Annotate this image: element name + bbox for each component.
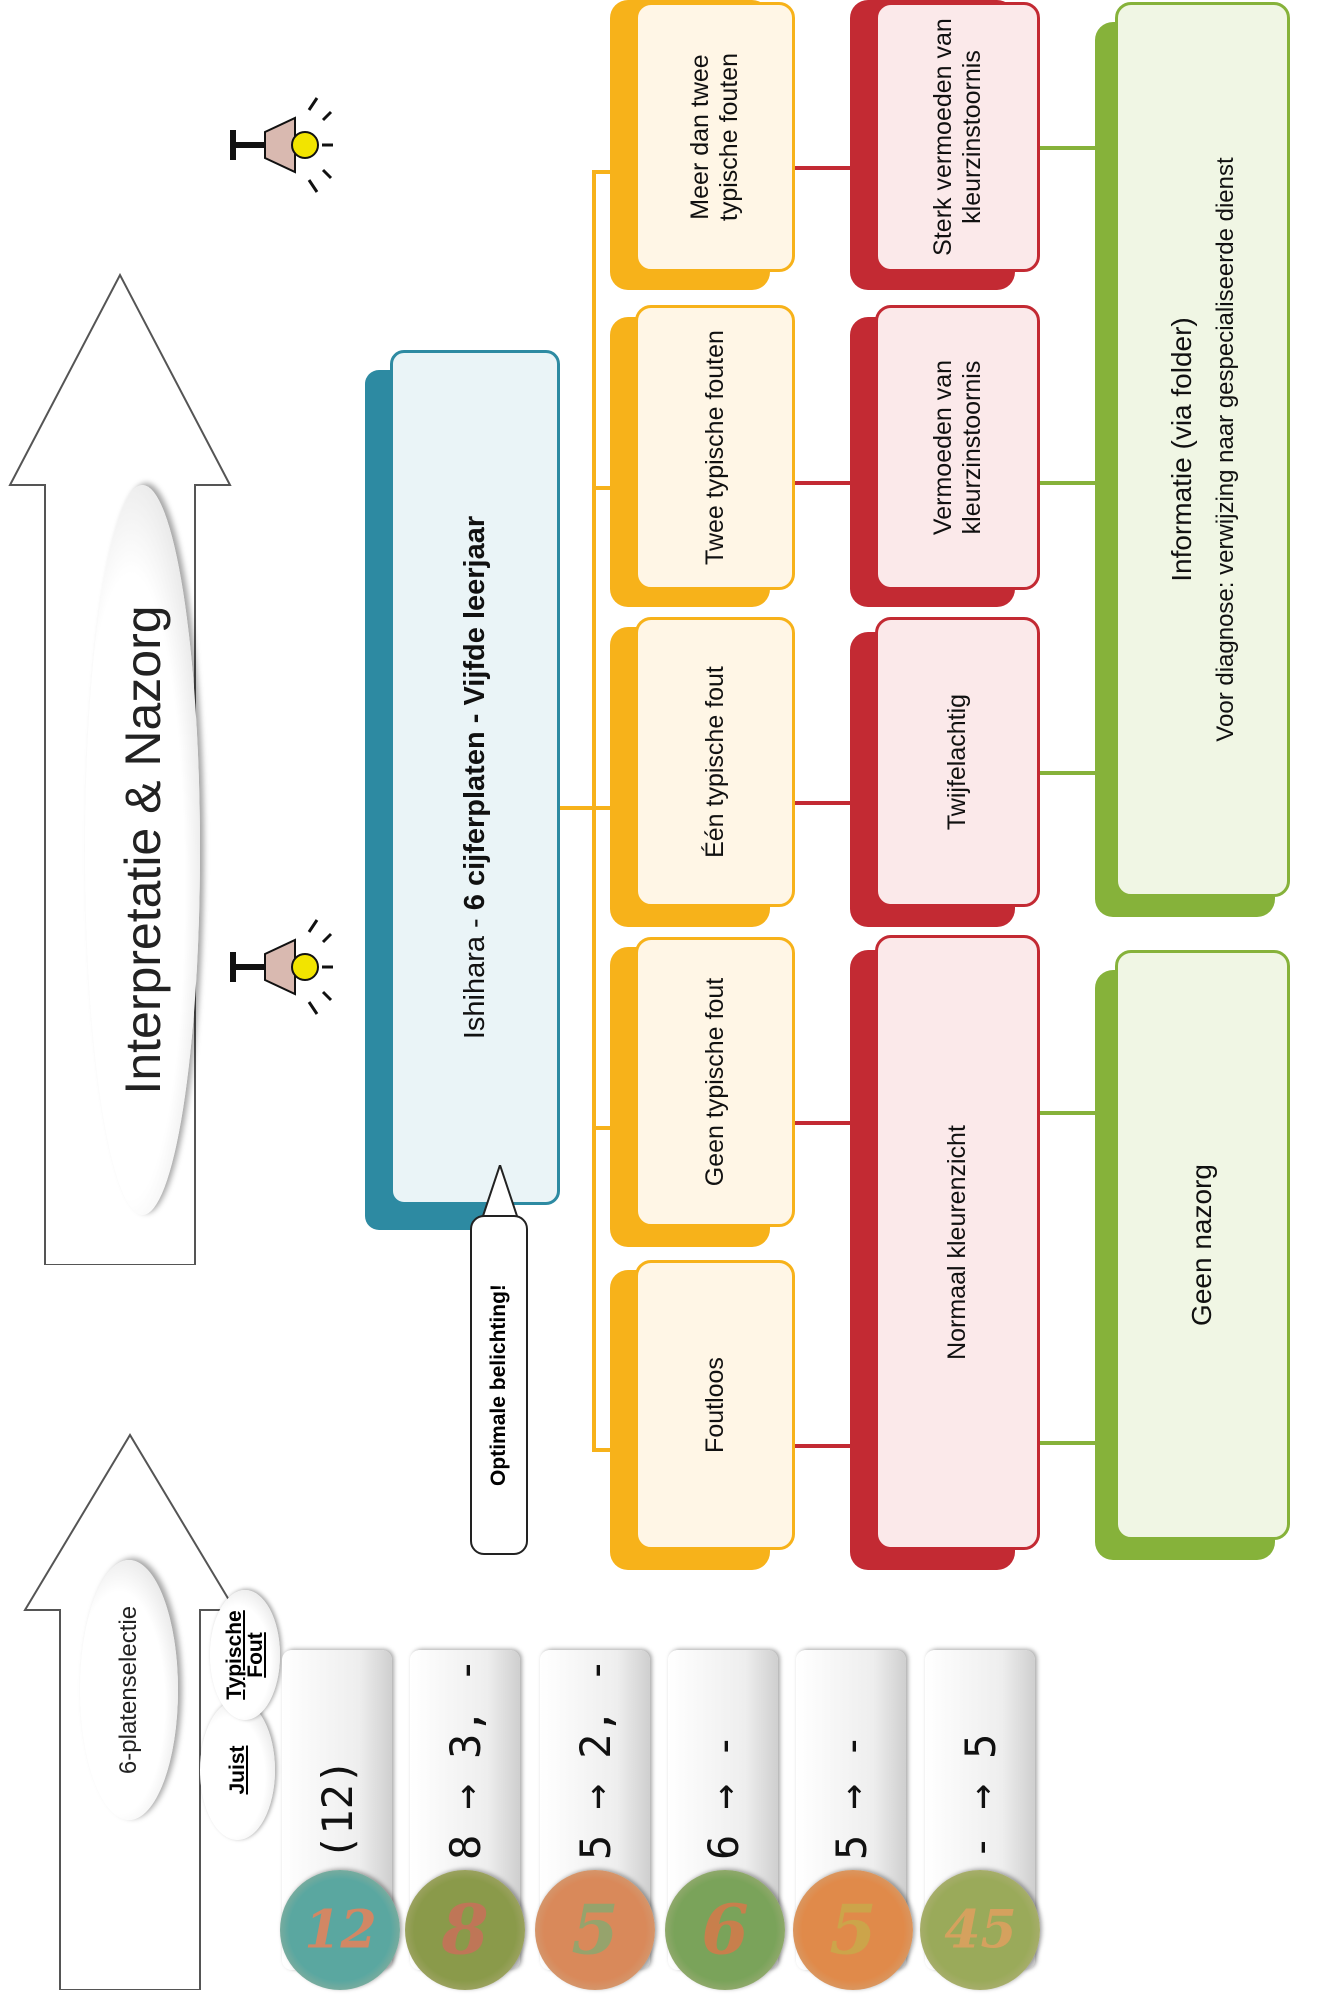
connector — [1040, 1441, 1095, 1445]
header-typical-error-line1: Typische — [223, 1610, 246, 1700]
connector — [1040, 146, 1095, 150]
plate-digit: 5 — [829, 1890, 877, 1971]
ishihara-plate: 5 — [535, 1870, 655, 1990]
connector — [592, 172, 596, 1452]
test-box: Ishihara - 6 cijferplaten - Vijfde leerj… — [390, 350, 560, 1205]
callout-optimal-lighting: Optimale belichting! — [470, 1215, 528, 1555]
connector — [795, 1121, 850, 1125]
header-typical-error-line2: Fout — [244, 1632, 267, 1678]
ishihara-plate: 6 — [665, 1870, 785, 1990]
aftercare-info-box: Informatie (via folder) Voor diagnose: v… — [1115, 2, 1290, 897]
plate-digit: 5 — [571, 1890, 619, 1971]
error-box-one-label: Één typische fout — [635, 617, 795, 907]
aftercare-none: Geen nazorg — [1115, 950, 1290, 1540]
lamp-icon — [225, 90, 335, 200]
ishihara-plate: 12 — [280, 1870, 400, 1990]
outcome-normal: Normaal kleurenzicht — [875, 935, 1040, 1550]
error-box-foutloos: Foutloos — [635, 1260, 795, 1550]
connector — [795, 801, 850, 805]
header-correct: Juist — [200, 1700, 275, 1840]
ishihara-plate: 8 — [405, 1870, 525, 1990]
plate-digit: 45 — [943, 1899, 1017, 1961]
connector — [1040, 481, 1095, 485]
selection-title: 6-platenselectie — [80, 1560, 178, 1820]
aftercare-info: Informatie (via folder) — [1165, 317, 1197, 582]
error-box-two: Twee typische fouten — [635, 305, 795, 590]
test-bold: 6 cijferplaten - Vijfde leerjaar — [458, 515, 491, 911]
connector — [795, 481, 850, 485]
plate-digit: 8 — [441, 1890, 489, 1971]
header-typical-error: Typische Fout — [210, 1590, 280, 1720]
interpretation-title: Interpretatie & Nazorg — [85, 485, 200, 1215]
error-box-more-than-two: Meer dan twee typische fouten — [635, 2, 795, 272]
lamp-icon — [225, 912, 335, 1022]
connector — [1040, 1111, 1095, 1115]
connector — [795, 166, 850, 170]
aftercare-referral: Voor diagnose: verwijzing naar gespecial… — [1211, 157, 1239, 742]
connector — [795, 1444, 850, 1448]
plate-digit: 6 — [701, 1890, 749, 1971]
outcome-strongly-suspected: Sterk vermoeden van kleurzinstoornis — [875, 2, 1040, 272]
ishihara-plate: 5 — [793, 1870, 913, 1990]
outcome-doubtful: Twijfelachtig — [875, 617, 1040, 907]
ishihara-plate: 45 — [920, 1870, 1040, 1990]
plate-digit: 12 — [303, 1899, 377, 1961]
test-prefix: Ishihara - — [458, 910, 491, 1040]
error-box-none: Geen typische fout — [635, 937, 795, 1227]
outcome-suspected: Vermoeden van kleurzinstoornis — [875, 305, 1040, 590]
connector — [1040, 771, 1095, 775]
connector — [560, 806, 595, 810]
